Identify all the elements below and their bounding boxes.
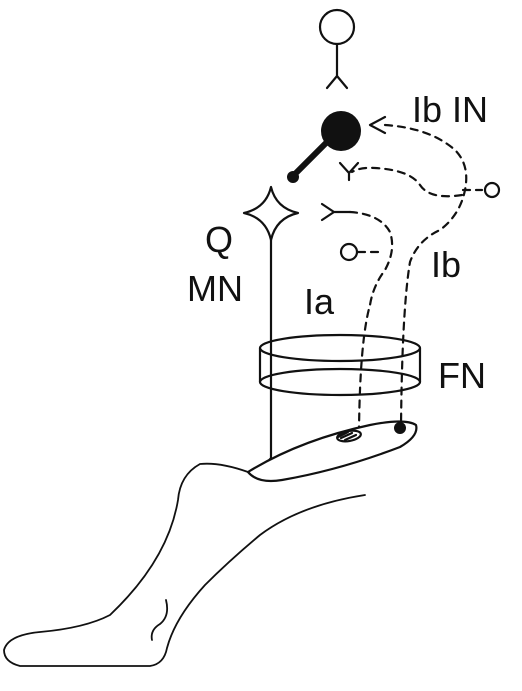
label-ia: Ia (304, 281, 335, 322)
ib-afferent (350, 123, 484, 430)
label-ib: Ib (431, 244, 462, 285)
ib-interneuron (287, 111, 361, 183)
femoral-nerve-cylinder (258, 333, 422, 397)
q-motoneuron (242, 185, 300, 472)
ib-collateral-terminal (483, 181, 501, 199)
leg-outline (3, 462, 366, 667)
label-fn: FN (438, 355, 486, 396)
label-ib-interneuron: Ib IN (412, 89, 489, 130)
ia-afferent (348, 210, 394, 432)
upstream-neuron (318, 8, 356, 90)
label-q: Q (205, 219, 234, 260)
quadriceps-muscle (246, 420, 418, 483)
ia-collateral-terminal (339, 242, 359, 262)
synapse-terminals (320, 115, 387, 222)
label-mn: MN (187, 268, 243, 309)
